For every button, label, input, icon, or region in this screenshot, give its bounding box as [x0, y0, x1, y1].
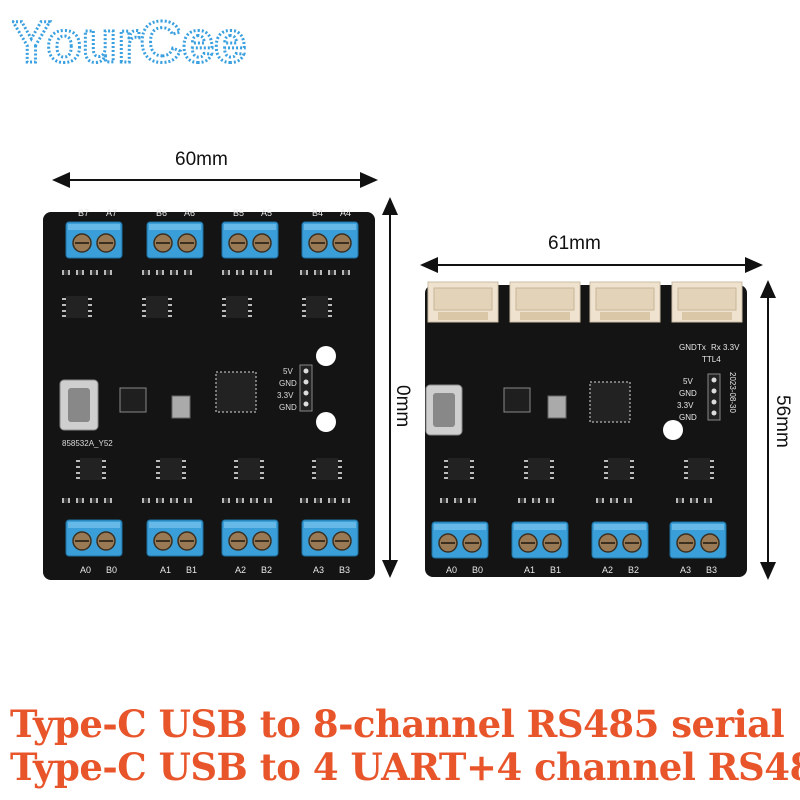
svg-text:B1: B1 — [550, 565, 561, 575]
terminal-block — [65, 221, 123, 259]
svg-text:Tx: Tx — [697, 343, 706, 352]
svg-text:Rx: Rx — [711, 343, 721, 352]
svg-text:GND: GND — [679, 413, 697, 422]
svg-text:A4: A4 — [340, 208, 351, 218]
terminal-block — [146, 519, 204, 557]
svg-text:B0: B0 — [472, 565, 483, 575]
right-pcb-board: GND Tx Rx 3.3V TTL4 5V GND 3.3V GND 2023… — [425, 281, 747, 577]
svg-text:A1: A1 — [524, 565, 535, 575]
svg-text:GND: GND — [279, 379, 297, 388]
svg-text:GND: GND — [279, 403, 297, 412]
terminal-block — [511, 521, 569, 559]
svg-text:A5: A5 — [261, 208, 272, 218]
caption-line-1: Type-C USB to 8-channel RS485 serial — [10, 702, 785, 746]
svg-text:A2: A2 — [235, 565, 246, 575]
svg-text:A0: A0 — [446, 565, 457, 575]
terminal-block — [301, 519, 359, 557]
terminal-label: B7 — [78, 208, 89, 218]
terminal-block — [65, 519, 123, 557]
svg-text:A0: A0 — [80, 565, 91, 575]
svg-text:2023-08-30: 2023-08-30 — [728, 372, 737, 413]
terminal-block — [221, 221, 279, 259]
svg-text:858532A_Y52: 858532A_Y52 — [62, 439, 113, 448]
svg-text:B0: B0 — [106, 565, 117, 575]
left-board-width-label: 60mm — [175, 149, 228, 170]
svg-text:B3: B3 — [706, 565, 717, 575]
caption-line-2: Type-C USB to 4 UART+4 channel RS485 — [10, 745, 800, 789]
svg-text:TTL4: TTL4 — [702, 355, 721, 364]
terminal-block — [591, 521, 649, 559]
svg-text:3.3V: 3.3V — [723, 343, 740, 352]
svg-text:B2: B2 — [261, 565, 272, 575]
svg-text:B2: B2 — [628, 565, 639, 575]
svg-text:A3: A3 — [313, 565, 324, 575]
svg-text:B5: B5 — [233, 208, 244, 218]
svg-text:B1: B1 — [186, 565, 197, 575]
svg-text:B4: B4 — [312, 208, 323, 218]
svg-text:A7: A7 — [106, 208, 117, 218]
logo-text: YourCee — [12, 10, 246, 75]
svg-text:GND: GND — [679, 343, 697, 352]
terminal-block — [301, 221, 359, 259]
left-pcb-board: 5V GND 3.3V GND 858532A_Y52 B7 A7 B6 A6 B5… — [43, 208, 375, 580]
terminal-block — [669, 521, 727, 559]
svg-text:3.3V: 3.3V — [277, 391, 294, 400]
svg-text:A1: A1 — [160, 565, 171, 575]
svg-text:5V: 5V — [683, 377, 693, 386]
svg-text:A6: A6 — [184, 208, 195, 218]
svg-text:A3: A3 — [680, 565, 691, 575]
right-board-width-label: 61mm — [548, 233, 601, 254]
svg-text:B3: B3 — [339, 565, 350, 575]
svg-text:5V: 5V — [283, 367, 293, 376]
svg-text:3.3V: 3.3V — [677, 401, 694, 410]
terminal-block — [221, 519, 279, 557]
yourcee-logo: YourCee — [12, 9, 248, 77]
svg-text:A2: A2 — [602, 565, 613, 575]
svg-text:GND: GND — [679, 389, 697, 398]
svg-text:B6: B6 — [156, 208, 167, 218]
terminal-block — [146, 221, 204, 259]
terminal-block — [431, 521, 489, 559]
